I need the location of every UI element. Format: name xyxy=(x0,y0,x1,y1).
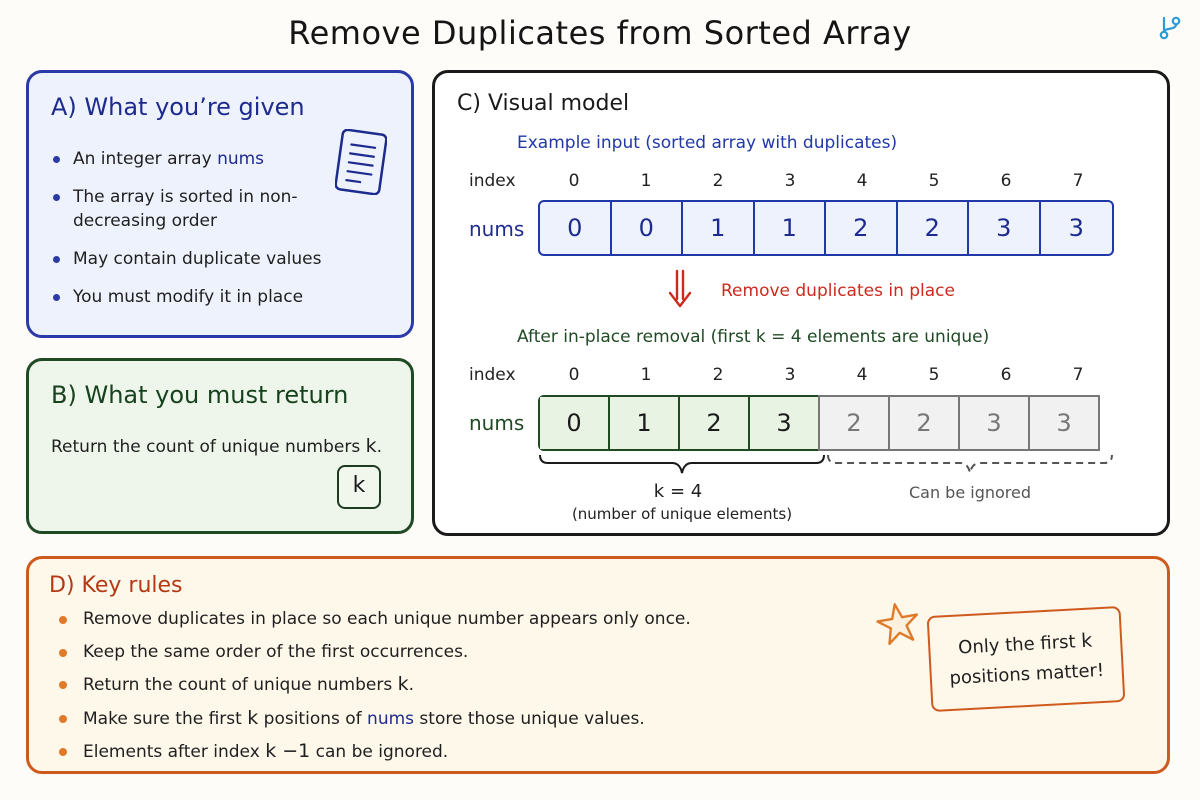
page-title: Remove Duplicates from Sorted Array xyxy=(288,14,912,52)
given-item-text: An integer array xyxy=(73,149,218,169)
rule-text: positions of xyxy=(258,708,368,729)
panel-b-heading: B) What you must return xyxy=(51,381,349,409)
nums-label: nums xyxy=(469,411,525,435)
rule-text: Return the count of unique numbers xyxy=(83,675,398,695)
panel-given: A) What you’re given An integer array nu… xyxy=(26,70,414,338)
nums-label: nums xyxy=(469,217,525,241)
k-subcaption: (number of unique elements) xyxy=(571,505,793,523)
k-symbol: k xyxy=(1080,629,1093,653)
array-cell: 0 xyxy=(540,202,612,254)
array-cell: 0 xyxy=(612,202,683,254)
index-label: index xyxy=(469,171,516,191)
return-text-body: Return the count of unique numbers xyxy=(51,437,366,457)
given-item: You must modify it in place xyxy=(51,285,331,309)
remove-duplicates-label: Remove duplicates in place xyxy=(721,281,955,301)
index-cell: 4 xyxy=(856,171,868,191)
panel-d-heading: D) Key rules xyxy=(49,573,183,598)
ignored-cell: 3 xyxy=(1028,395,1100,451)
unique-cell: 3 xyxy=(748,395,820,451)
array-cell: 3 xyxy=(969,202,1041,254)
ignored-cell: 3 xyxy=(958,395,1030,451)
panel-c-heading: C) Visual model xyxy=(457,91,630,116)
rule-text: . xyxy=(408,675,415,695)
index-cell: 2 xyxy=(712,365,724,385)
input-array: 0 0 1 1 2 2 3 3 xyxy=(538,200,1114,256)
unique-cell: 1 xyxy=(608,395,680,451)
index-cell: 7 xyxy=(1072,365,1084,385)
ignored-label: Can be ignored xyxy=(908,483,1032,502)
panel-visual-model: C) Visual model Example input (sorted ar… xyxy=(432,70,1170,536)
ignored-cell: 2 xyxy=(888,395,960,451)
rule-item: Elements after index k −1 can be ignored… xyxy=(57,739,877,764)
ignored-brace xyxy=(827,454,1113,474)
rule-item: Make sure the first k positions of nums … xyxy=(57,706,877,731)
k-symbol: k xyxy=(247,706,259,729)
index-cell: 6 xyxy=(1000,365,1012,385)
branch-logo-icon xyxy=(1159,16,1181,40)
index-cell: 1 xyxy=(640,171,652,191)
brace-group xyxy=(539,454,1113,474)
return-text: Return the count of unique numbers k. xyxy=(51,435,383,457)
panel-a-heading: A) What you’re given xyxy=(51,93,305,121)
nums-keyword: nums xyxy=(367,708,415,729)
array-cell: 1 xyxy=(755,202,826,254)
note-text: Only the first xyxy=(957,631,1082,659)
index-cell: 0 xyxy=(568,365,580,385)
k-symbol: k xyxy=(365,435,377,457)
given-list: An integer array nums The array is sorte… xyxy=(51,147,331,323)
array-cell: 2 xyxy=(826,202,898,254)
unique-brace xyxy=(539,454,825,474)
unique-cell: 0 xyxy=(538,395,610,451)
index-cell: 3 xyxy=(784,171,796,191)
rule-item: Remove duplicates in place so each uniqu… xyxy=(57,607,877,631)
index-cell: 7 xyxy=(1072,171,1084,191)
rule-text: Elements after index xyxy=(83,742,266,762)
output-array: 0 1 2 3 2 2 3 3 xyxy=(538,395,1114,451)
array-cell: 2 xyxy=(898,202,969,254)
down-arrow-icon xyxy=(668,269,692,308)
unique-cell: 2 xyxy=(678,395,750,451)
index-cell: 3 xyxy=(784,365,796,385)
star-icon xyxy=(876,603,919,645)
k-minus-one: k −1 xyxy=(265,740,311,762)
k-equation: k = 4 xyxy=(653,481,703,502)
input-caption: Example input (sorted array with duplica… xyxy=(517,133,898,153)
k-box: k xyxy=(337,465,381,509)
document-icon xyxy=(335,129,387,195)
rule-text: store those unique values. xyxy=(414,708,645,729)
rule-text: can be ignored. xyxy=(310,742,449,762)
rule-item: Return the count of unique numbers k. xyxy=(57,672,877,697)
index-cell: 4 xyxy=(856,365,868,385)
index-cell: 1 xyxy=(640,365,652,385)
rule-item: Keep the same order of the first occurre… xyxy=(57,640,877,664)
nums-keyword: nums xyxy=(217,149,265,169)
ignored-cell: 2 xyxy=(818,395,890,451)
output-caption: After in-place removal (first k = 4 elem… xyxy=(517,327,990,347)
rules-list: Remove duplicates in place so each uniqu… xyxy=(57,607,877,773)
index-label: index xyxy=(469,365,516,385)
rule-text: Make sure the first xyxy=(83,708,248,729)
array-cell: 1 xyxy=(683,202,755,254)
index-cell: 0 xyxy=(568,171,580,191)
index-cell: 6 xyxy=(1000,171,1012,191)
given-item: The array is sorted in non-decreasing or… xyxy=(51,185,331,233)
input-index-row: 0 1 2 3 4 5 6 7 xyxy=(538,171,1114,193)
k-symbol: k xyxy=(397,673,409,695)
given-item: May contain duplicate values xyxy=(51,247,331,271)
index-cell: 2 xyxy=(712,171,724,191)
given-item: An integer array nums xyxy=(51,147,331,171)
panel-key-rules: D) Key rules Remove duplicates in place … xyxy=(26,556,1170,774)
output-index-row: 0 1 2 3 4 5 6 7 xyxy=(538,365,1114,387)
sticky-note: Only the first k positions matter! xyxy=(926,605,1126,713)
index-cell: 5 xyxy=(928,171,940,191)
array-cell: 3 xyxy=(1068,214,1084,242)
index-cell: 5 xyxy=(928,365,940,385)
panel-return: B) What you must return Return the count… xyxy=(26,358,414,534)
